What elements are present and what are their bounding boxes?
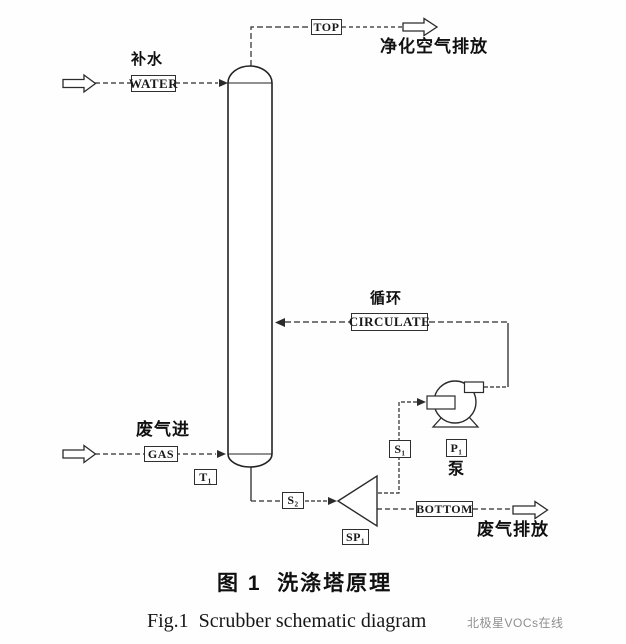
label-purified-air-out: 净化空气排放 [380, 37, 488, 56]
label-waste-gas-out: 废气排放 [477, 520, 549, 539]
tag-s2-box: S₂ [282, 492, 304, 509]
figure-caption-english: Fig.1 Scrubber schematic diagram [147, 610, 427, 632]
circulate-stream-box: CIRCULATE [348, 313, 431, 331]
pump-inlet-nozzle [426, 395, 456, 410]
pipe-top-outlet [250, 26, 311, 66]
arrowhead-water-into-column-icon [219, 79, 228, 87]
outlet-arrow-purified-air-icon [402, 17, 439, 37]
scrubber-column-vessel [227, 65, 273, 468]
outlet-arrow-waste-gas-icon [512, 500, 549, 520]
label-makeup-water: 补水 [131, 51, 164, 68]
tag-sp1-box: SP₁ [342, 529, 369, 545]
arrowhead-into-pump-icon [417, 398, 426, 406]
top-stream-box: TOP [311, 19, 342, 35]
water-stream-box: WATER [128, 75, 179, 92]
watermark-text: 北极星VOCs在线 [467, 616, 564, 630]
pump-outlet-nozzle [463, 381, 485, 394]
splitter-triangle-icon [336, 474, 378, 528]
tag-t1-box: T₁ [194, 469, 217, 485]
label-pump: 泵 [448, 461, 466, 478]
inlet-arrow-water-icon [62, 73, 97, 94]
label-waste-gas-in: 废气进 [136, 420, 190, 439]
arrowhead-gas-into-column-icon [217, 450, 226, 458]
figure-caption-chinese: 图 1 洗涤塔原理 [217, 572, 393, 595]
tag-p1-box: P₁ [446, 439, 467, 457]
arrowhead-circulate-into-column-icon [275, 318, 285, 327]
gas-stream-box: GAS [144, 446, 178, 462]
tag-s1-box: S₁ [389, 440, 411, 458]
inlet-arrow-gas-icon [62, 444, 97, 464]
label-circulation: 循环 [370, 290, 403, 307]
arrowhead-into-splitter-icon [328, 497, 337, 505]
bottom-stream-box: BOTTOM [416, 501, 473, 517]
